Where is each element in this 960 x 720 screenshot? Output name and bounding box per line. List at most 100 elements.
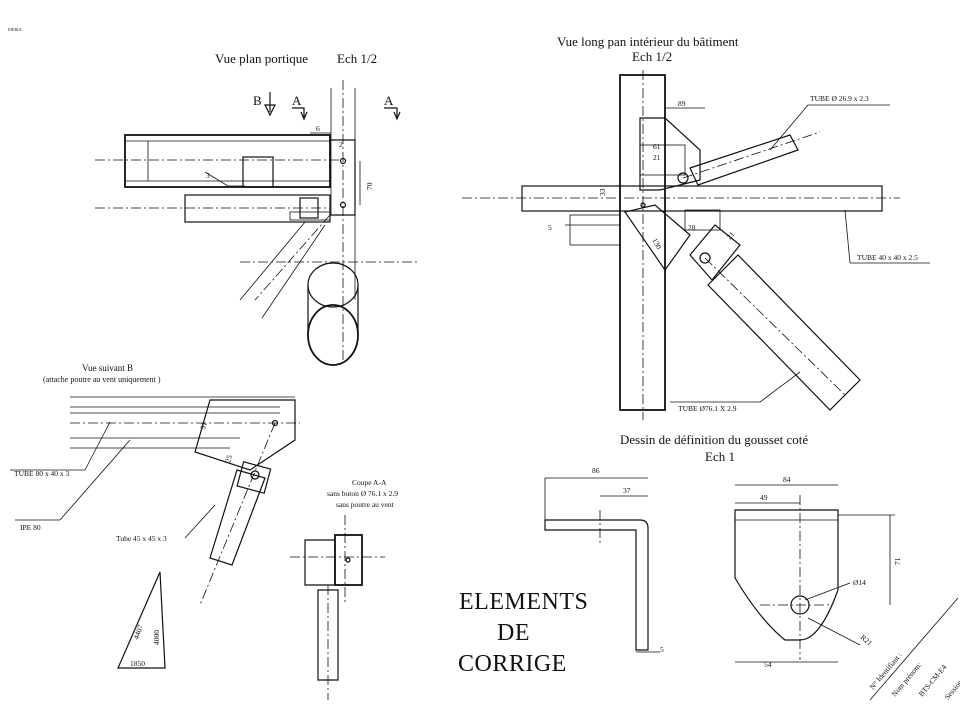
view-marker-b-arrow (264, 92, 276, 117)
view-b-gusset (194, 399, 296, 471)
dim-86: 86 (592, 466, 600, 475)
dim-phi14-leader (804, 582, 851, 601)
dim-5: 5 (548, 223, 552, 232)
stamp-line2: DE (497, 620, 530, 646)
view-b-subtitle: (attache poutre au vent uniquement ) (43, 375, 161, 384)
big-tube-axis (704, 257, 846, 396)
gusset-definition: Dessin de définition du gousset coté Ech… (544, 432, 902, 669)
tube-45-leader (184, 504, 216, 539)
plan-view-scale: Ech 1/2 (337, 51, 377, 66)
lower-bolt-main (640, 202, 646, 208)
triangle-base: 1850 (130, 659, 145, 668)
bolt-lower (339, 201, 347, 209)
tube-40-label: TUBE 40 x 40 x 2.5 (857, 253, 918, 262)
dim-28: 28 (688, 223, 696, 232)
section-line3: sans poutre au vent (336, 500, 395, 509)
dim-25: 25 (223, 454, 234, 464)
stiffener-plate (242, 156, 274, 188)
tube-80-leader (84, 421, 111, 471)
tube-26-leader (769, 104, 809, 151)
plan-view: Vue plan portique Ech 1/2 B A A 3 70 (95, 51, 420, 366)
dim-21b: 21 (725, 230, 737, 242)
brace-axis (254, 214, 331, 301)
tube-26-label: TUBE Ø 26.9 x 2.3 (810, 94, 869, 103)
dim-3: 3 (206, 171, 210, 180)
tube-80-label: TUBE 80 x 40 x 3 (14, 469, 69, 478)
gusset-small (289, 211, 331, 221)
stamp-line3: CORRIGE (458, 651, 567, 677)
inclined-tube-clamp (236, 461, 272, 494)
dim-r21: R21 (859, 633, 875, 648)
tube-76-label: TUBE Ø76.1 X 2.9 (678, 404, 737, 413)
tube-40-leader (844, 209, 851, 264)
view-b: Vue suivant B (attache poutre au vent un… (10, 363, 300, 606)
dim-61: 61 (653, 142, 661, 151)
section-bolt (345, 557, 351, 563)
weld-3 (204, 171, 245, 187)
node-plate (330, 139, 356, 216)
slope-triangle: 4407 4000 1850 (117, 571, 166, 669)
upper-gusset (639, 117, 701, 191)
view-marker-b: B (253, 93, 262, 108)
brace-diagonal (239, 221, 326, 319)
connector-block (299, 197, 319, 219)
lower-clamp (684, 209, 721, 231)
corrige-stamp: ELEMENTS DE CORRIGE (458, 589, 588, 677)
long-pan-beam (521, 185, 883, 212)
tube-76-leader (759, 371, 801, 403)
lower-end-plate (689, 224, 741, 281)
dim-84: 84 (783, 475, 791, 484)
ipe-leader (59, 439, 131, 521)
view-b-bolt-top (271, 419, 279, 427)
slope-triangle-shape (117, 571, 166, 669)
stamp-line1: ELEMENTS (459, 589, 588, 615)
long-pan-view: Vue long pan intérieur du bâtiment Ech 1… (462, 34, 930, 420)
dim-54: 54 (764, 660, 772, 669)
inclined-tube-bolt (250, 470, 260, 480)
upper-clamp (639, 144, 686, 176)
dim-5-gusset: 5 (660, 645, 664, 654)
dim-130: 130 (650, 237, 664, 251)
tube-45-label: Tube 45 x 45 x 3 (116, 534, 167, 543)
view-marker-a2: A (384, 93, 394, 108)
upper-bolt (677, 172, 689, 184)
view-marker-a1: A (292, 93, 302, 108)
lower-spacer (569, 214, 621, 246)
dim-37: 37 (623, 486, 631, 495)
dim-71: 71 (893, 557, 902, 565)
dim-33: 33 (598, 188, 607, 196)
big-tube (707, 254, 861, 411)
gusset-plate (734, 509, 839, 641)
gusset-hole (790, 595, 810, 615)
view-marker-a2-arrow (384, 107, 401, 121)
plan-view-title: Vue plan portique (215, 51, 308, 66)
lower-gusset (624, 204, 691, 272)
dim-21a: 21 (653, 153, 661, 162)
section-column (334, 534, 363, 586)
dim-2: 2 (339, 140, 343, 149)
gusset-scale: Ech 1 (705, 449, 735, 464)
section-plate (304, 539, 336, 586)
ipe-label: IPE 80 (20, 523, 41, 532)
round-tube-top (307, 262, 359, 308)
small-tube (689, 134, 799, 186)
dim-49: 49 (760, 493, 768, 502)
view-marker-a1-arrow (292, 107, 308, 121)
cartouche-line4: Session (943, 678, 960, 702)
dim-89: 89 (678, 99, 686, 108)
view-b-title: Vue suivant B (82, 363, 133, 373)
dim-r21-leader (807, 617, 861, 646)
small-tube-axis (682, 131, 821, 179)
beam-lower (184, 194, 331, 223)
section-title: Coupe A-A (352, 478, 387, 487)
inclined-tube (209, 469, 266, 566)
gusset-profile (544, 519, 649, 651)
inclined-tube-axis (199, 422, 276, 606)
dim-70: 70 (365, 182, 374, 190)
beam-upper (124, 134, 331, 188)
lower-bolt (699, 252, 711, 264)
corner-mark: EJERUL (8, 27, 23, 32)
triangle-side: 4000 (152, 630, 161, 645)
cartouche-border (869, 597, 959, 701)
